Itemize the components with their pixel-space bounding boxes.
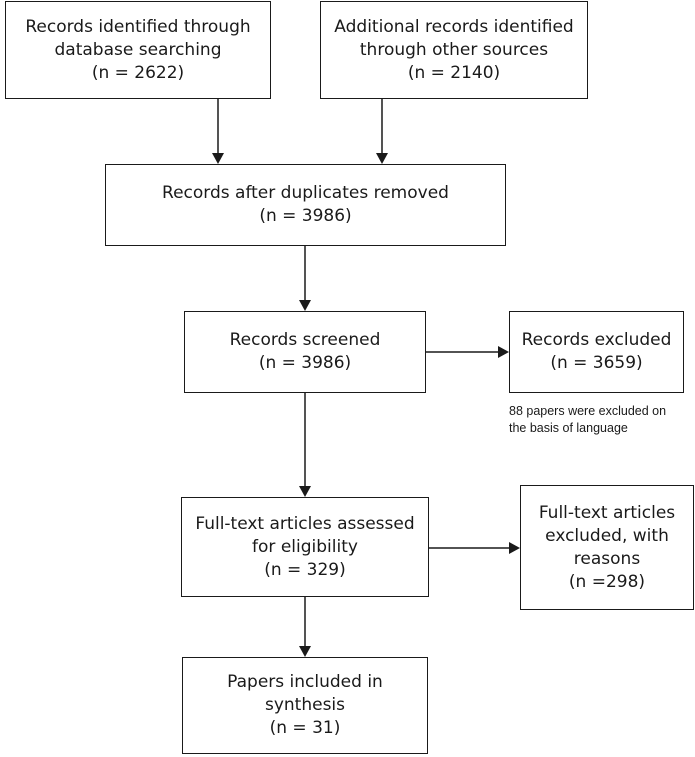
record-count: (n =298) [568, 571, 646, 592]
record-count: (n = 31) [269, 718, 341, 738]
note-text-line: the basis of language [509, 421, 628, 435]
record-count: (n = 3986) [258, 353, 352, 373]
box-text-line: through other sources [359, 39, 549, 60]
arrowhead-screened-to-fulltext [299, 486, 311, 497]
box-text-line: Full-text articles assessed [195, 513, 415, 534]
record-count: (n = 2622) [91, 62, 185, 83]
box-text-line: Records excluded [521, 330, 672, 350]
papers-included-box: Papers included in synthesis (n = 31) [182, 657, 428, 754]
records-identified-other-sources-box: Additional records identified through ot… [320, 1, 588, 99]
arrowhead-db-to-duplicates [212, 153, 224, 164]
box-text-line: Records after duplicates removed [162, 183, 449, 203]
fulltext-excluded-box: Full-text articles excluded, with reason… [520, 485, 694, 610]
box-text-line: excluded, with [545, 525, 669, 546]
box-text-line: for eligibility [252, 536, 358, 557]
records-screened-box: Records screened (n = 3986) [184, 311, 426, 393]
language-exclusion-note: 88 papers were excluded on the basis of … [509, 403, 666, 437]
box-text-line: Papers included in [227, 672, 383, 692]
arrowhead-screened-to-excluded [498, 346, 509, 358]
records-excluded-box: Records excluded (n = 3659) [509, 311, 684, 393]
arrowhead-duplicates-to-screened [299, 300, 311, 311]
box-text-line: synthesis [264, 695, 346, 715]
arrowhead-fulltext-to-included [299, 646, 311, 657]
record-count: (n = 3659) [550, 353, 643, 373]
box-text-line: Records screened [229, 330, 381, 350]
box-text-line: Records identified through [25, 16, 251, 37]
box-text-line: reasons [573, 548, 641, 569]
box-text-line: database searching [54, 39, 222, 60]
record-count: (n = 329) [264, 559, 346, 580]
box-text-line: Full-text articles [538, 502, 676, 523]
record-count: (n = 3986) [259, 206, 352, 226]
arrowhead-fulltext-to-excluded [509, 542, 520, 554]
fulltext-assessed-box: Full-text articles assessed for eligibil… [181, 497, 429, 597]
note-text-line: 88 papers were excluded on [509, 404, 667, 418]
records-identified-database-box: Records identified through database sear… [5, 1, 271, 99]
box-text-line: Additional records identified [334, 16, 574, 37]
records-after-duplicates-box: Records after duplicates removed (n = 39… [105, 164, 506, 246]
arrowhead-other-to-duplicates [376, 153, 388, 164]
record-count: (n = 2140) [407, 62, 501, 83]
